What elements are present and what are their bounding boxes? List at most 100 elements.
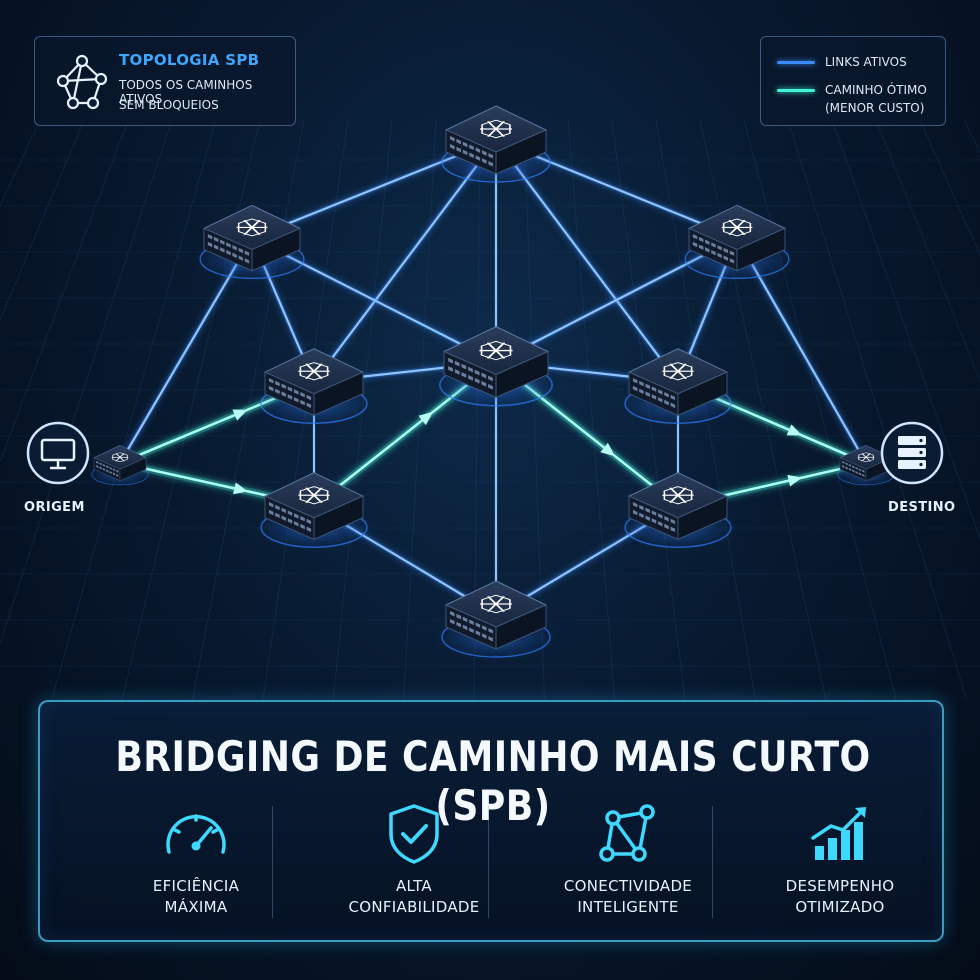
switch-port (96, 465, 99, 468)
switch-port (632, 502, 638, 508)
switch-port (244, 258, 250, 264)
legend-panel: LINKS ATIVOS CAMINHO ÓTIMO (MENOR CUSTO) (760, 36, 946, 126)
switch-port (474, 369, 480, 376)
flow-arrow-icon (786, 424, 802, 436)
switch-icon-hex (663, 486, 693, 505)
switch-port (488, 636, 493, 642)
switch-port (639, 380, 644, 387)
switch-port (207, 241, 213, 248)
switch-port (294, 389, 299, 395)
switch-port (717, 245, 722, 251)
grid-line (567, 119, 616, 700)
switch-port (488, 161, 493, 167)
switch-side (119, 457, 147, 482)
switch-port (109, 466, 112, 470)
switch-port (461, 363, 467, 370)
feature-efficiency-line2: MÁXIMA (164, 898, 228, 916)
switch-node-mid-left (249, 348, 379, 430)
origin-label: ORIGEM (24, 500, 85, 515)
feature-performance-line2: OTIMIZADO (795, 898, 885, 916)
switch-port (651, 386, 657, 392)
switch-port (96, 460, 99, 464)
switch-port (116, 473, 119, 477)
switch-port (300, 399, 305, 406)
flow-arrow-icon (418, 411, 434, 426)
switch-port (692, 234, 698, 240)
switch-port (852, 465, 855, 469)
network-switch-icon (662, 486, 694, 505)
switch-port (488, 375, 493, 382)
switch-port (450, 144, 455, 150)
feature-reliability-line2: CONFIABILIDADE (348, 898, 480, 916)
feature-divider (488, 806, 489, 918)
legend-label-optimal: CAMINHO ÓTIMO (825, 83, 927, 97)
switch-port (723, 255, 728, 261)
switch-side (313, 371, 364, 417)
switch-port (450, 136, 455, 142)
switch-port (658, 521, 663, 527)
grid-line (787, 119, 968, 700)
topology-title: TOPOLOGIA SPB (119, 51, 260, 69)
switch-icon-hex (299, 486, 329, 505)
server-icon (898, 436, 926, 469)
network-switch-icon (298, 486, 330, 505)
switch-node-upper-right (673, 204, 801, 285)
topology-info-panel: TOPOLOGIA SPB TODOS OS CAMINHOS ATIVOS S… (34, 36, 296, 126)
switch-port (482, 150, 487, 156)
switch-port (275, 504, 280, 511)
switch-port (862, 469, 865, 473)
switch-port (645, 391, 650, 397)
switch-nodes (85, 105, 901, 663)
growth-chart-icon (811, 807, 866, 860)
switch-port (711, 250, 716, 256)
feature-divider (272, 806, 273, 918)
switch-port (232, 252, 237, 259)
network-switch-icon (298, 362, 330, 381)
switch-port (632, 509, 638, 516)
switch-port (469, 152, 474, 158)
switch-port (664, 516, 669, 522)
switch-port (692, 241, 698, 248)
switch-port (488, 153, 493, 159)
switch-port (475, 622, 481, 628)
switch-port (268, 502, 274, 508)
switch-port (462, 141, 468, 148)
switch-port (106, 469, 109, 473)
switch-port (106, 465, 109, 469)
switch-port (448, 357, 453, 364)
network-switch-icon (111, 452, 129, 463)
switch-port (651, 518, 657, 524)
switch-port (213, 236, 219, 243)
grid-line (919, 119, 980, 256)
switch-port (469, 619, 474, 625)
switch-port (226, 250, 231, 256)
switch-port (268, 509, 274, 516)
switch-port (705, 239, 710, 245)
switch-port (711, 242, 716, 248)
switch-port (294, 513, 299, 519)
switch-port (116, 469, 119, 473)
switch-port (448, 366, 453, 372)
switch-port (664, 399, 669, 406)
switch-port (723, 247, 728, 254)
grid-line (0, 119, 129, 463)
grid-line (875, 119, 980, 382)
network-switch-icon (479, 340, 513, 361)
switch-port (639, 504, 644, 511)
switch-node-bottom (430, 580, 562, 663)
topology-line-2: SEM BLOQUEIOS (119, 98, 219, 112)
grid-line (0, 119, 173, 645)
switch-port (462, 624, 468, 631)
grid-line (743, 119, 897, 700)
switch-port (99, 462, 102, 466)
switch-port (287, 394, 293, 400)
switch-port (651, 394, 657, 400)
switch-port (632, 378, 638, 384)
banner-title: BRIDGING DE CAMINHO MAIS CURTO (SPB) (115, 732, 871, 830)
switch-port (461, 372, 467, 378)
switch-port (232, 245, 237, 251)
legend-label-links: LINKS ATIVOS (825, 55, 907, 69)
switch-port (645, 515, 650, 521)
switch-icon-hex (481, 119, 511, 139)
destination-endpoint (880, 421, 944, 485)
